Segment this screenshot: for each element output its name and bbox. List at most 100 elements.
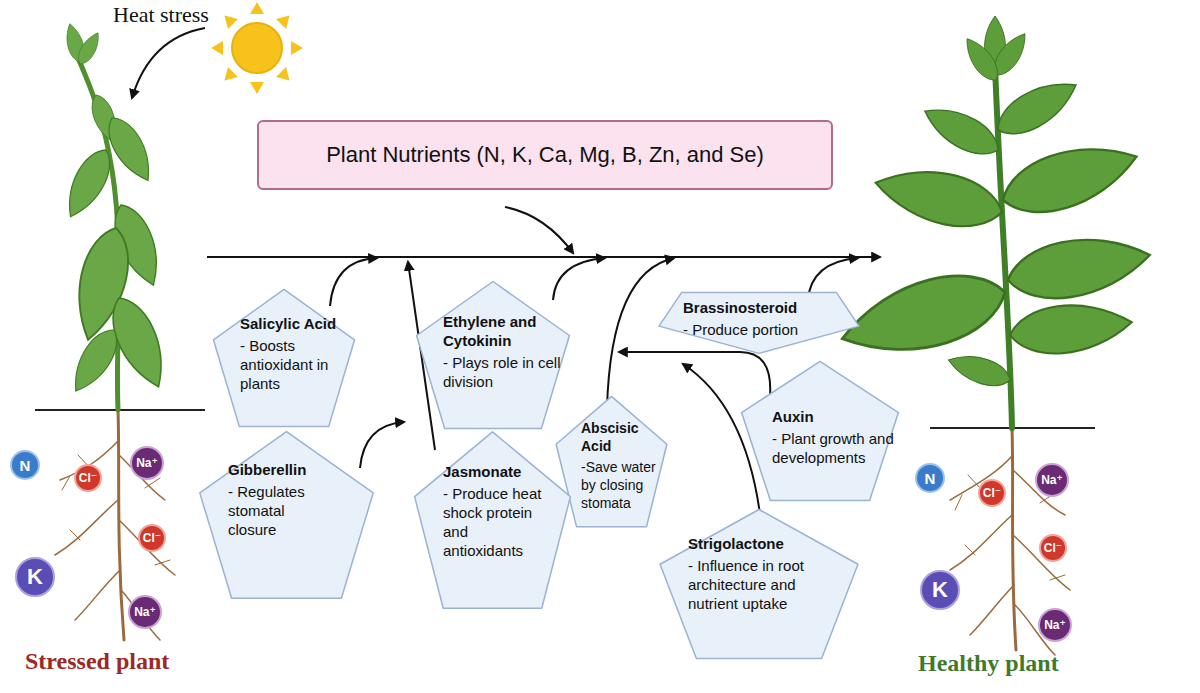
- stressed-plant: [100, 111, 160, 187]
- healthy-plant: [1008, 299, 1135, 359]
- ion-symbol: Cl⁻: [79, 472, 97, 484]
- sun: [220, 67, 238, 85]
- healthy-plant: [989, 70, 1084, 145]
- hormone-pentagon: Jasmonate - Produce heat shock protein an…: [413, 430, 572, 610]
- hormone-role: - Plant growth and developments: [772, 429, 904, 467]
- hormone-name: Jasmonate: [443, 462, 551, 481]
- hormone-pentagon: Ethylene and Cytokinin- Plays role in ce…: [415, 280, 571, 430]
- hormone-pentagon: Salicylic Acid - Boosts antioxidant in pl…: [212, 288, 356, 428]
- hormone-pentagon: Strigolactone - Influence in root archite…: [658, 508, 860, 660]
- healthy-plant: [833, 16, 1154, 392]
- pentagon-text: Ethylene and Cytokinin- Plays role in ce…: [443, 312, 563, 391]
- hormone-pentagon: Auxin- Plant growth and developments: [740, 360, 900, 502]
- stressed-plant: [58, 143, 119, 223]
- flow-arrows: [132, 28, 205, 98]
- stressed-plant: [58, 22, 176, 399]
- ion-circle: Na⁺: [1038, 608, 1072, 642]
- healthy-plant: [1003, 228, 1154, 308]
- sun: [276, 67, 294, 85]
- sun: [250, 82, 264, 94]
- hormone-role: - Produce heat shock protein and antioxi…: [443, 484, 551, 560]
- hormone-name: Salicylic Acid: [240, 314, 352, 333]
- healthy-roots: [1012, 428, 1016, 650]
- pentagon-outline: [198, 430, 375, 600]
- healthy-roots: [970, 585, 1014, 635]
- hormone-pentagon: Abscisic Acid-Save water by closing stom…: [555, 395, 668, 528]
- hormone-name: Strigolactone: [688, 534, 838, 553]
- flow-arrows: [553, 258, 605, 300]
- pentagon-text: Salicylic Acid - Boosts antioxidant in pl…: [240, 314, 352, 393]
- ground-line: [35, 410, 1095, 428]
- flow-arrows: [607, 258, 674, 408]
- stressed-plant: [64, 323, 126, 399]
- nutrient-box: Plant Nutrients (N, K, Ca, Mg, B, Zn, an…: [257, 120, 833, 190]
- sun: [232, 23, 282, 73]
- ion-circle: Na⁺: [130, 446, 164, 480]
- ion-symbol: N: [925, 471, 936, 486]
- hormone-name: Ethylene and Cytokinin: [443, 312, 563, 350]
- ion-circle: K: [920, 570, 960, 610]
- healthy-roots: [950, 428, 1070, 655]
- flow-arrows: [619, 352, 770, 396]
- sun: [276, 11, 294, 29]
- ion-circle: Na⁺: [1035, 463, 1069, 497]
- pentagon-text: Abscisic Acid-Save water by closing stom…: [581, 419, 671, 512]
- flow-arrows: [505, 207, 573, 253]
- hormone-role: - Plays role in cell division: [443, 353, 563, 391]
- healthy-plant: [959, 33, 1004, 85]
- healthy-plant: [870, 158, 1008, 236]
- pentagon-shape: [659, 293, 859, 354]
- ion-circle: N: [915, 463, 945, 493]
- pentagon-shape: [417, 282, 570, 429]
- sun: [220, 11, 238, 29]
- hormone-role: - Regulates stomatal closure: [228, 482, 333, 539]
- ion-symbol: Na⁺: [1044, 619, 1066, 631]
- flow-arrows: [360, 422, 404, 468]
- hormone-name: Gibberellin: [228, 460, 333, 479]
- sun: [211, 2, 303, 94]
- pentagon-shape: [415, 432, 571, 608]
- pentagon-shape: [660, 510, 858, 659]
- stressed-roots: [55, 410, 175, 640]
- pentagon-text: Gibberellin - Regulates stomatal closure: [228, 460, 333, 539]
- plant-caption: Healthy plant: [918, 650, 1059, 677]
- pentagon-shape: [200, 432, 373, 599]
- plant-caption: Stressed plant: [25, 648, 169, 675]
- box-text: Plant Nutrients (N, K, Ca, Mg, B, Zn, an…: [326, 142, 764, 168]
- pentagon-text: Auxin - Plant growth and developments: [772, 407, 904, 467]
- stressed-plant: [58, 22, 176, 410]
- healthy-plant: [833, 16, 1154, 428]
- ion-symbol: Cl⁻: [143, 532, 161, 544]
- ion-symbol: K: [27, 566, 43, 588]
- stressed-roots: [55, 500, 118, 555]
- healthy-plant: [945, 348, 1014, 392]
- ion-circle: Cl⁻: [978, 479, 1006, 507]
- ion-circle: N: [10, 450, 40, 480]
- ion-symbol: K: [932, 579, 948, 601]
- ion-symbol: Na⁺: [134, 606, 156, 618]
- ion-circle: K: [15, 557, 55, 597]
- hormone-name: Abscisic Acid: [581, 419, 671, 455]
- stress-label: Heat stress: [113, 2, 209, 28]
- ion-symbol: Cl⁻: [1044, 542, 1062, 554]
- ion-symbol: Na⁺: [1041, 474, 1063, 486]
- hormone-role: - Boosts antioxidant in plants: [240, 336, 352, 393]
- pentagon-text: Strigolactone - Influence in root archite…: [688, 534, 838, 613]
- hormone-name: Auxin: [772, 407, 904, 426]
- healthy-roots: [1013, 535, 1070, 590]
- flow-arrows: [330, 258, 377, 306]
- stressed-roots: [119, 520, 175, 575]
- healthy-plant: [833, 261, 1014, 370]
- hormone-pentagon: Brassinosteroid- Produce portion: [657, 292, 861, 354]
- pentagon-shape: [213, 289, 354, 426]
- stressed-plant: [74, 29, 104, 67]
- sun: [250, 2, 264, 14]
- hormone-role: - Produce portion: [683, 320, 853, 339]
- ion-symbol: N: [20, 458, 31, 473]
- sun: [291, 41, 303, 55]
- hormone-role: - Influence in root architecture and nut…: [688, 556, 838, 613]
- ion-circle: Cl⁻: [1039, 534, 1067, 562]
- ion-symbol: Cl⁻: [983, 487, 1001, 499]
